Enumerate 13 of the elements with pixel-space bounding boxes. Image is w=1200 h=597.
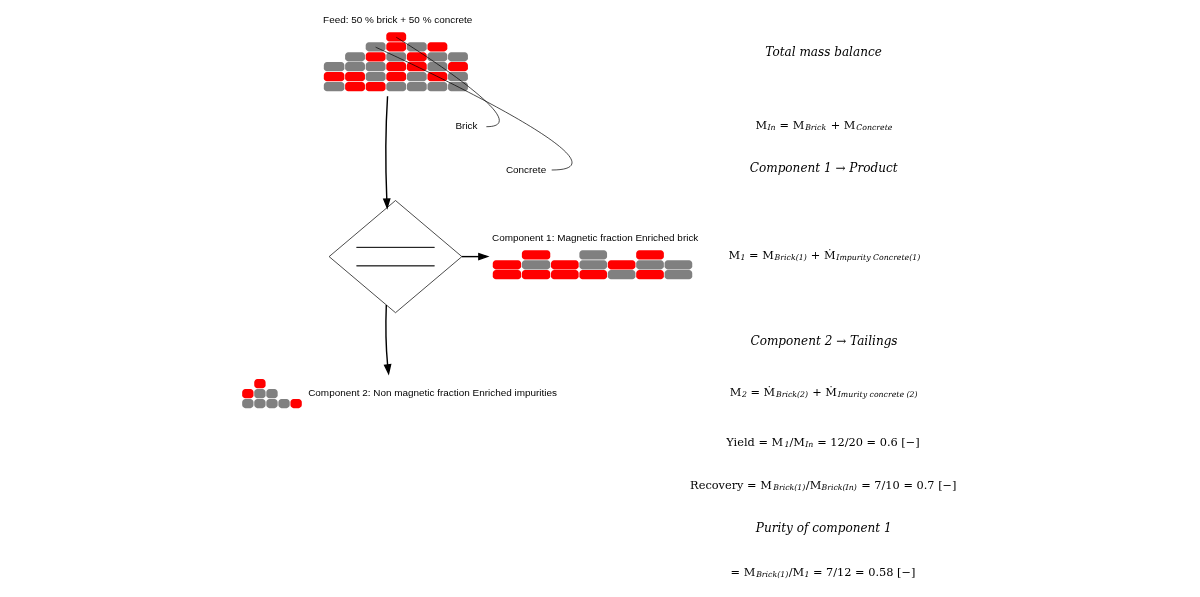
arrow [382, 95, 391, 210]
node-label: Component 2: Non magnetic fraction Enriched impurities [307, 387, 557, 399]
label: Component 2 → Tailings [749, 334, 898, 349]
label: Purity of component 1 [755, 521, 892, 536]
connector [374, 46, 572, 171]
node-label: Feed: 50 % brick + 50 % concrete [322, 14, 472, 26]
label: Component 1 → Product [749, 161, 898, 176]
arrow [383, 304, 391, 376]
node-text: Concrete [505, 163, 546, 175]
node-label: Component 1: Magnetic fraction Enriched brick [491, 232, 698, 244]
node-text: Brick [455, 120, 478, 132]
label: Total mass balance [764, 44, 882, 59]
connector [395, 36, 500, 128]
